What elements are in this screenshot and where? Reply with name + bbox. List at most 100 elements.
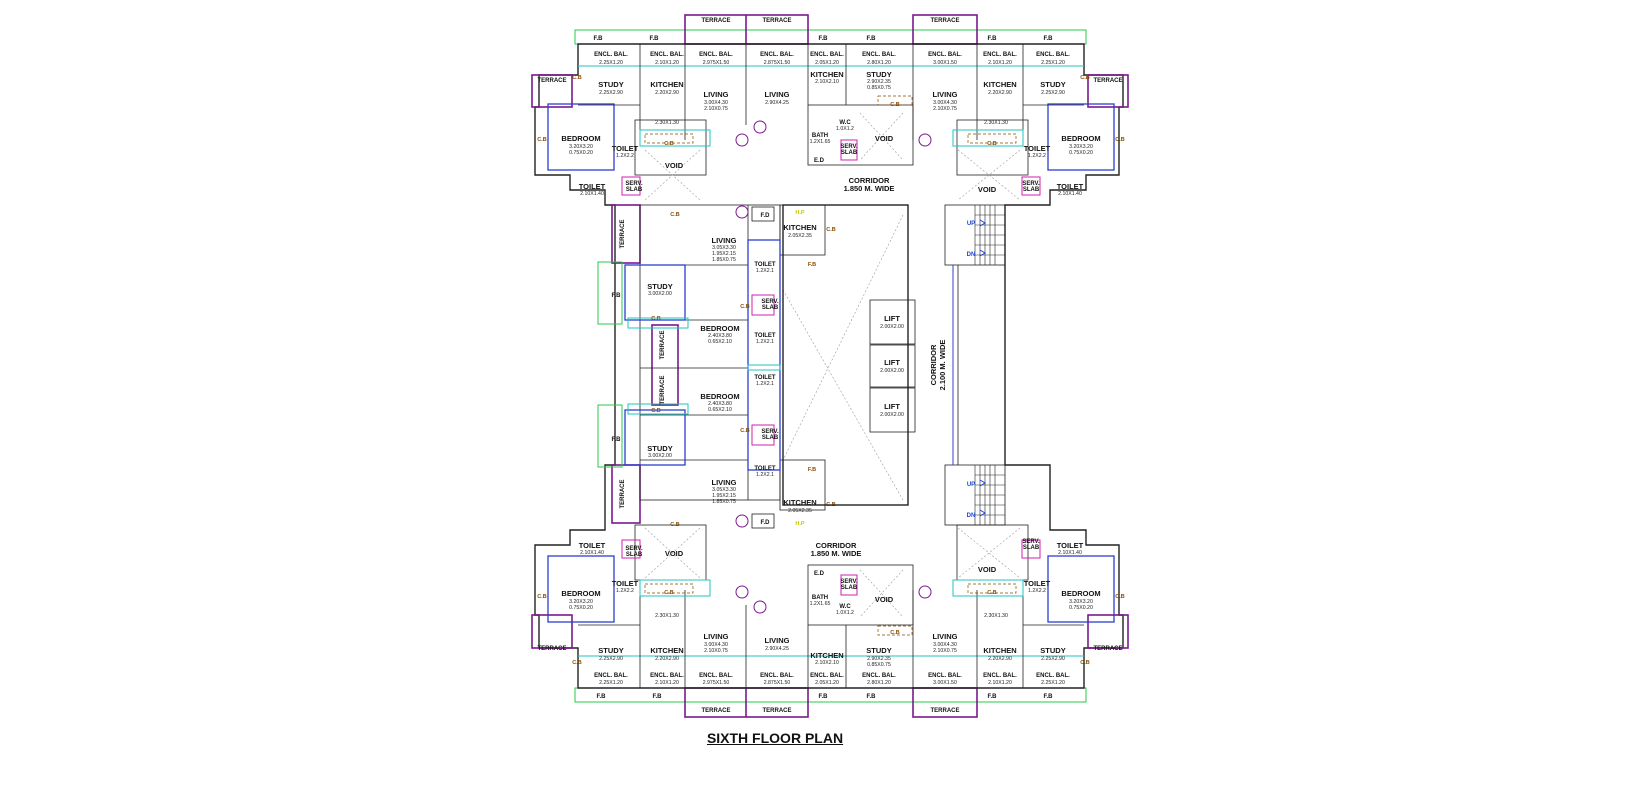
corridor-width: 2.100 M. WIDE bbox=[938, 340, 947, 391]
lift-label: LIFT bbox=[884, 358, 900, 367]
slab-label: SLAB bbox=[626, 552, 643, 558]
terrace-label: TERRACE bbox=[537, 646, 566, 652]
dimension: 0.75X0.20 bbox=[1069, 605, 1093, 611]
terrace-label: TERRACE bbox=[701, 708, 730, 714]
kitchen-label: KITCHEN bbox=[810, 651, 843, 660]
cb-label: C.B bbox=[740, 428, 750, 434]
dimension: 2.00X2.00 bbox=[880, 324, 904, 330]
cb-label: C.B bbox=[1115, 594, 1125, 600]
dimension: 1.2X2.1 bbox=[756, 339, 774, 345]
serv-label: SERV. bbox=[761, 429, 779, 435]
dimension: 0.75X0.20 bbox=[1069, 150, 1093, 156]
dimension: 0.85X0.75 bbox=[867, 662, 891, 668]
dimension: 2.10X2.10 bbox=[815, 79, 839, 85]
dimension: 1.2X2.2 bbox=[616, 153, 634, 159]
living-label: LIVING bbox=[764, 90, 789, 99]
dimension: 1.95X2.15 bbox=[712, 251, 736, 257]
cb-label: C.B bbox=[1080, 75, 1090, 81]
dimension: 3.20X3.20 bbox=[1069, 144, 1093, 150]
dimension: 2.10X1.20 bbox=[988, 680, 1012, 686]
kitchen-label: KITCHEN bbox=[650, 646, 683, 655]
cb-label: C.B bbox=[987, 590, 997, 596]
bedroom-label: BEDROOM bbox=[1061, 134, 1100, 143]
bottom-balcony-strip: F.B F.B F.B F.B F.B F.B TERRACE TERRACE … bbox=[574, 687, 1087, 718]
toilet-label: TOILET bbox=[754, 375, 776, 381]
kitchen-label: KITCHEN bbox=[783, 498, 816, 507]
study-label: STUDY bbox=[598, 80, 623, 89]
bedroom-label: BEDROOM bbox=[561, 134, 600, 143]
dimension: 2.10X1.40 bbox=[580, 191, 604, 197]
dimension: 2.90X2.35 bbox=[867, 79, 891, 85]
kitchen-label: KITCHEN bbox=[983, 646, 1016, 655]
terrace-label: TERRACE bbox=[762, 18, 791, 24]
dimension: 2.20X2.90 bbox=[988, 656, 1012, 662]
dimension: 2.10X1.40 bbox=[580, 550, 604, 556]
encl-bal-label: ENCL. BAL. bbox=[983, 52, 1017, 58]
fb-label: F.B bbox=[594, 36, 604, 42]
dimension: 2.25X2.90 bbox=[1041, 656, 1065, 662]
toilet-label: TOILET bbox=[1057, 182, 1084, 191]
dimension: 1.85X0.75 bbox=[712, 257, 736, 263]
dimension: 3.20X3.20 bbox=[569, 144, 593, 150]
bottom-wing: ENCL. BAL. ENCL. BAL. ENCL. BAL. ENCL. B… bbox=[537, 522, 1125, 688]
terrace-label: TERRACE bbox=[762, 708, 791, 714]
top-balcony-strip: F.B F.B F.B F.B F.B F.B TERRACE TERRACE … bbox=[574, 14, 1087, 45]
slab-label: SLAB bbox=[841, 585, 858, 591]
dimension: 2.10X1.40 bbox=[1058, 191, 1082, 197]
terrace-label: TERRACE bbox=[930, 18, 959, 24]
fb-label: F.B bbox=[808, 467, 816, 473]
dimension: 3.00X1.50 bbox=[933, 60, 957, 66]
void-label: VOID bbox=[978, 185, 997, 194]
dimension: 0.75X0.20 bbox=[569, 150, 593, 156]
serv-label: SERV. bbox=[1022, 539, 1040, 545]
dimension: 1.2X2.1 bbox=[756, 381, 774, 387]
fb-label: F.B bbox=[867, 36, 877, 42]
dimension: 2.25X1.20 bbox=[599, 680, 623, 686]
dimension: 1.2X2.2 bbox=[1028, 588, 1046, 594]
dimension: 2.25X2.90 bbox=[599, 90, 623, 96]
dimension: 1.95X2.15 bbox=[712, 493, 736, 499]
dimension: 2.10X1.20 bbox=[655, 680, 679, 686]
terrace-label: TERRACE bbox=[660, 375, 666, 404]
study-label: STUDY bbox=[598, 646, 623, 655]
dimension: 2.90X2.35 bbox=[867, 656, 891, 662]
toilet-label: TOILET bbox=[1024, 579, 1051, 588]
dimension: 1.2X2.2 bbox=[616, 588, 634, 594]
ed-label: E.D bbox=[814, 158, 825, 164]
fb-label: F.B bbox=[612, 437, 622, 443]
stair-up-label: UP bbox=[967, 482, 975, 488]
toilet-label: TOILET bbox=[754, 262, 776, 268]
dimension: 3.00X2.00 bbox=[648, 291, 672, 297]
core: UP DN UP DN LIFT LIFT LIFT CORRIDOR 2.10… bbox=[782, 204, 1006, 526]
encl-bal-label: ENCL. BAL. bbox=[760, 52, 794, 58]
dimension: 2.10X1.20 bbox=[988, 60, 1012, 66]
dimension: 2.05X1.20 bbox=[815, 60, 839, 66]
west-wing: F.D F.D LIVING LIVING KITCHEN KITCHEN TO… bbox=[612, 204, 904, 529]
kitchen-label: KITCHEN bbox=[783, 223, 816, 232]
kitchen-label: KITCHEN bbox=[983, 80, 1016, 89]
study-label: STUDY bbox=[1040, 80, 1065, 89]
dimension: 2.90X4.25 bbox=[765, 646, 789, 652]
dimension: 3.05X3.30 bbox=[712, 245, 736, 251]
bedroom-label: BEDROOM bbox=[561, 589, 600, 598]
terrace-label: TERRACE bbox=[1093, 78, 1122, 84]
dimension: 2.875X1.50 bbox=[764, 60, 791, 66]
dimension: 3.00X4.30 bbox=[933, 642, 957, 648]
wc-label: W.C bbox=[839, 604, 851, 610]
dimension: 1.2X2.1 bbox=[756, 472, 774, 478]
cb-label: C.B bbox=[1115, 137, 1125, 143]
living-label: LIVING bbox=[711, 236, 736, 245]
cb-label: C.B bbox=[1080, 660, 1090, 666]
dimension: 2.80X1.20 bbox=[867, 60, 891, 66]
fb-label: F.B bbox=[808, 262, 816, 268]
dimension: 3.00X2.00 bbox=[648, 453, 672, 459]
cb-label: C.B bbox=[670, 522, 680, 528]
dimension: 2.30X1.30 bbox=[655, 120, 679, 126]
dimension: 2.90X4.25 bbox=[765, 100, 789, 106]
living-label: LIVING bbox=[711, 478, 736, 487]
dimension: 2.40X3.80 bbox=[708, 401, 732, 407]
encl-bal-label: ENCL. BAL. bbox=[862, 52, 896, 58]
terrace-label: TERRACE bbox=[537, 78, 566, 84]
encl-bal-label: ENCL. BAL. bbox=[928, 673, 962, 679]
dimension: 2.20X2.90 bbox=[988, 90, 1012, 96]
